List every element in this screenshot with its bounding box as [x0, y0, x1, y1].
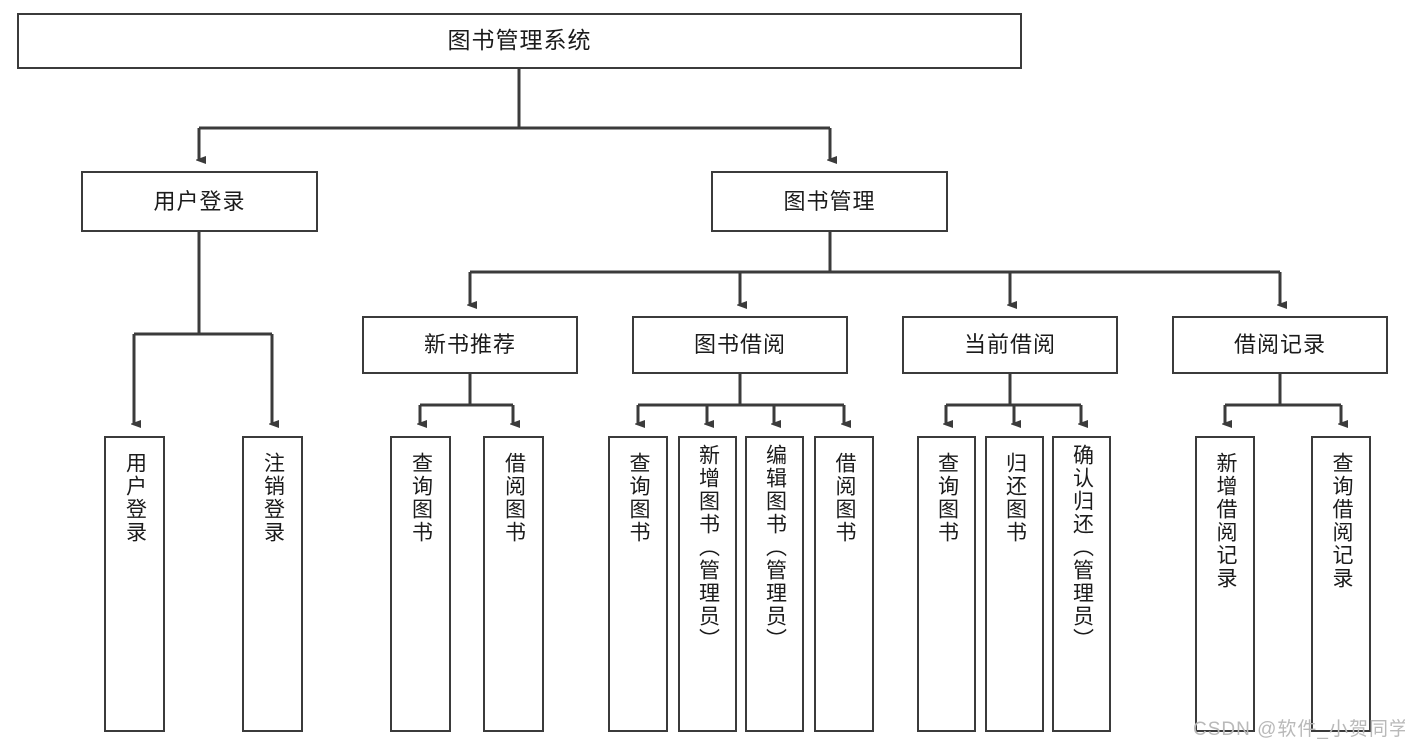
node-leaf-query-book-2-label: 查询图书 — [626, 452, 650, 544]
node-borrow-record-label: 借阅记录 — [1233, 332, 1326, 358]
node-leaf-query-book-1-label: 查询图书 — [409, 452, 433, 544]
node-leaf-query-book-2[interactable]: 查询图书 — [608, 436, 668, 732]
node-book-manage-label: 图书管理 — [783, 188, 876, 214]
node-current-borrow[interactable]: 当前借阅 — [902, 316, 1118, 374]
node-leaf-add-book-label: 新增图书（管理员） — [696, 444, 720, 651]
node-leaf-logout[interactable]: 注销登录 — [242, 436, 303, 732]
node-leaf-confirm-return[interactable]: 确认归还（管理员） — [1052, 436, 1111, 732]
node-leaf-query-book-3-label: 查询图书 — [935, 452, 959, 544]
node-book-borrow[interactable]: 图书借阅 — [632, 316, 848, 374]
node-leaf-add-book[interactable]: 新增图书（管理员） — [678, 436, 737, 732]
node-leaf-user-login-label: 用户登录 — [123, 452, 147, 544]
node-leaf-confirm-return-label: 确认归还（管理员） — [1070, 444, 1094, 651]
node-leaf-borrow-book-2-label: 借阅图书 — [832, 452, 856, 544]
node-leaf-add-record-label: 新增借阅记录 — [1213, 452, 1237, 590]
node-leaf-query-record-label: 查询借阅记录 — [1329, 452, 1353, 590]
node-leaf-query-record[interactable]: 查询借阅记录 — [1311, 436, 1371, 732]
node-leaf-query-book-1[interactable]: 查询图书 — [390, 436, 451, 732]
node-leaf-edit-book-label: 编辑图书（管理员） — [763, 444, 787, 651]
node-user-login[interactable]: 用户登录 — [81, 171, 318, 232]
node-leaf-borrow-book-1[interactable]: 借阅图书 — [483, 436, 544, 732]
csdn-watermark: CSDN @软件_小贺同学 — [1193, 719, 1405, 740]
node-book-borrow-label: 图书借阅 — [693, 332, 786, 358]
node-current-borrow-label: 当前借阅 — [963, 332, 1056, 358]
node-leaf-logout-label: 注销登录 — [261, 452, 285, 544]
node-leaf-borrow-book-1-label: 借阅图书 — [502, 452, 526, 544]
node-new-book-recommend[interactable]: 新书推荐 — [362, 316, 578, 374]
node-user-login-label: 用户登录 — [153, 188, 246, 214]
node-borrow-record[interactable]: 借阅记录 — [1172, 316, 1388, 374]
node-new-book-recommend-label: 新书推荐 — [423, 332, 516, 358]
node-leaf-edit-book[interactable]: 编辑图书（管理员） — [745, 436, 804, 732]
node-leaf-query-book-3[interactable]: 查询图书 — [917, 436, 976, 732]
node-leaf-return-book[interactable]: 归还图书 — [985, 436, 1044, 732]
node-leaf-add-record[interactable]: 新增借阅记录 — [1195, 436, 1255, 732]
node-leaf-borrow-book-2[interactable]: 借阅图书 — [814, 436, 874, 732]
node-leaf-user-login[interactable]: 用户登录 — [104, 436, 165, 732]
node-root[interactable]: 图书管理系统 — [17, 13, 1022, 69]
node-leaf-return-book-label: 归还图书 — [1003, 452, 1027, 544]
node-root-label: 图书管理系统 — [447, 27, 592, 54]
node-book-manage[interactable]: 图书管理 — [711, 171, 948, 232]
